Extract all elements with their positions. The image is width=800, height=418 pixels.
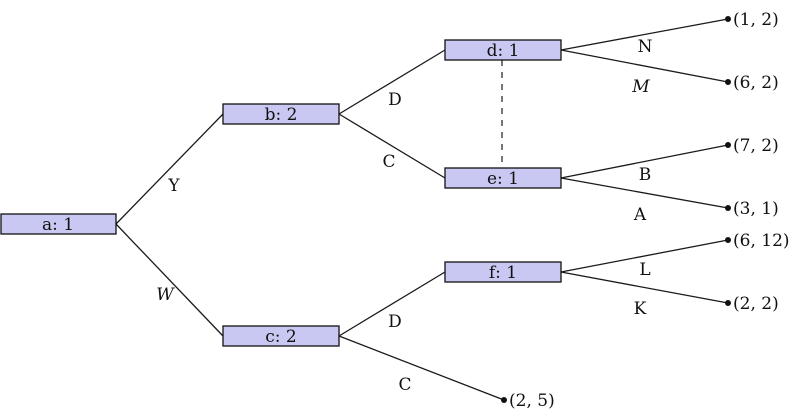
terminal-dot-f-k — [725, 300, 731, 306]
terminal-dot-f-l — [725, 237, 731, 243]
edge-label-a: A — [633, 205, 647, 225]
node-b: b: 2 — [222, 103, 340, 125]
node-f: f: 1 — [444, 261, 562, 283]
edge-label-c-d: D — [388, 312, 402, 332]
node-e-label: e: 1 — [487, 169, 519, 189]
edge-b-d — [338, 49, 446, 115]
node-e: e: 1 — [444, 167, 562, 189]
node-a-label: a: 1 — [42, 215, 74, 235]
edge-label-w: W — [156, 285, 175, 305]
terminal-dot-d-n — [725, 16, 731, 22]
edge-f-l — [560, 239, 729, 273]
edge-f-k — [560, 271, 729, 304]
node-c-label: c: 2 — [265, 327, 296, 347]
edge-label-k: K — [634, 299, 647, 319]
terminal-dot-e-b — [725, 142, 731, 148]
edge-a-c — [115, 223, 224, 337]
edge-b-e — [338, 113, 446, 179]
payoff-c-c: (2, 5) — [509, 391, 555, 411]
edge-label-l: L — [639, 260, 650, 280]
edge-label-m: M — [631, 77, 650, 97]
edge-label-b-c: C — [382, 152, 395, 172]
payoff-f-l: (6, 12) — [733, 231, 790, 251]
terminal-dot-c-c — [501, 397, 507, 403]
node-d-label: d: 1 — [487, 41, 520, 61]
edge-label-y: Y — [167, 176, 180, 196]
payoff-d-n: (1, 2) — [733, 10, 779, 30]
terminal-dot-e-a — [725, 205, 731, 211]
edge-label-n: N — [638, 37, 653, 57]
payoff-e-b: (7, 2) — [733, 136, 779, 156]
payoff-f-k: (2, 2) — [733, 294, 779, 314]
payoff-e-a: (3, 1) — [733, 199, 779, 219]
node-c: c: 2 — [222, 325, 340, 347]
edge-label-b: B — [639, 165, 652, 185]
node-b-label: b: 2 — [265, 105, 298, 125]
edge-c-terminal — [338, 335, 505, 401]
edge-d-m — [560, 49, 729, 83]
edge-label-b-d: D — [388, 90, 402, 110]
node-a: a: 1 — [0, 213, 117, 235]
payoff-d-m: (6, 2) — [733, 73, 779, 93]
edge-e-b — [560, 144, 729, 179]
node-d: d: 1 — [444, 39, 562, 61]
edge-c-f — [338, 271, 446, 337]
terminal-dot-d-m — [725, 79, 731, 85]
edge-label-c-c: C — [398, 375, 411, 395]
edge-d-n — [560, 18, 729, 51]
node-f-label: f: 1 — [489, 263, 517, 283]
edge-e-a — [560, 177, 729, 209]
edge-a-b — [115, 113, 224, 225]
